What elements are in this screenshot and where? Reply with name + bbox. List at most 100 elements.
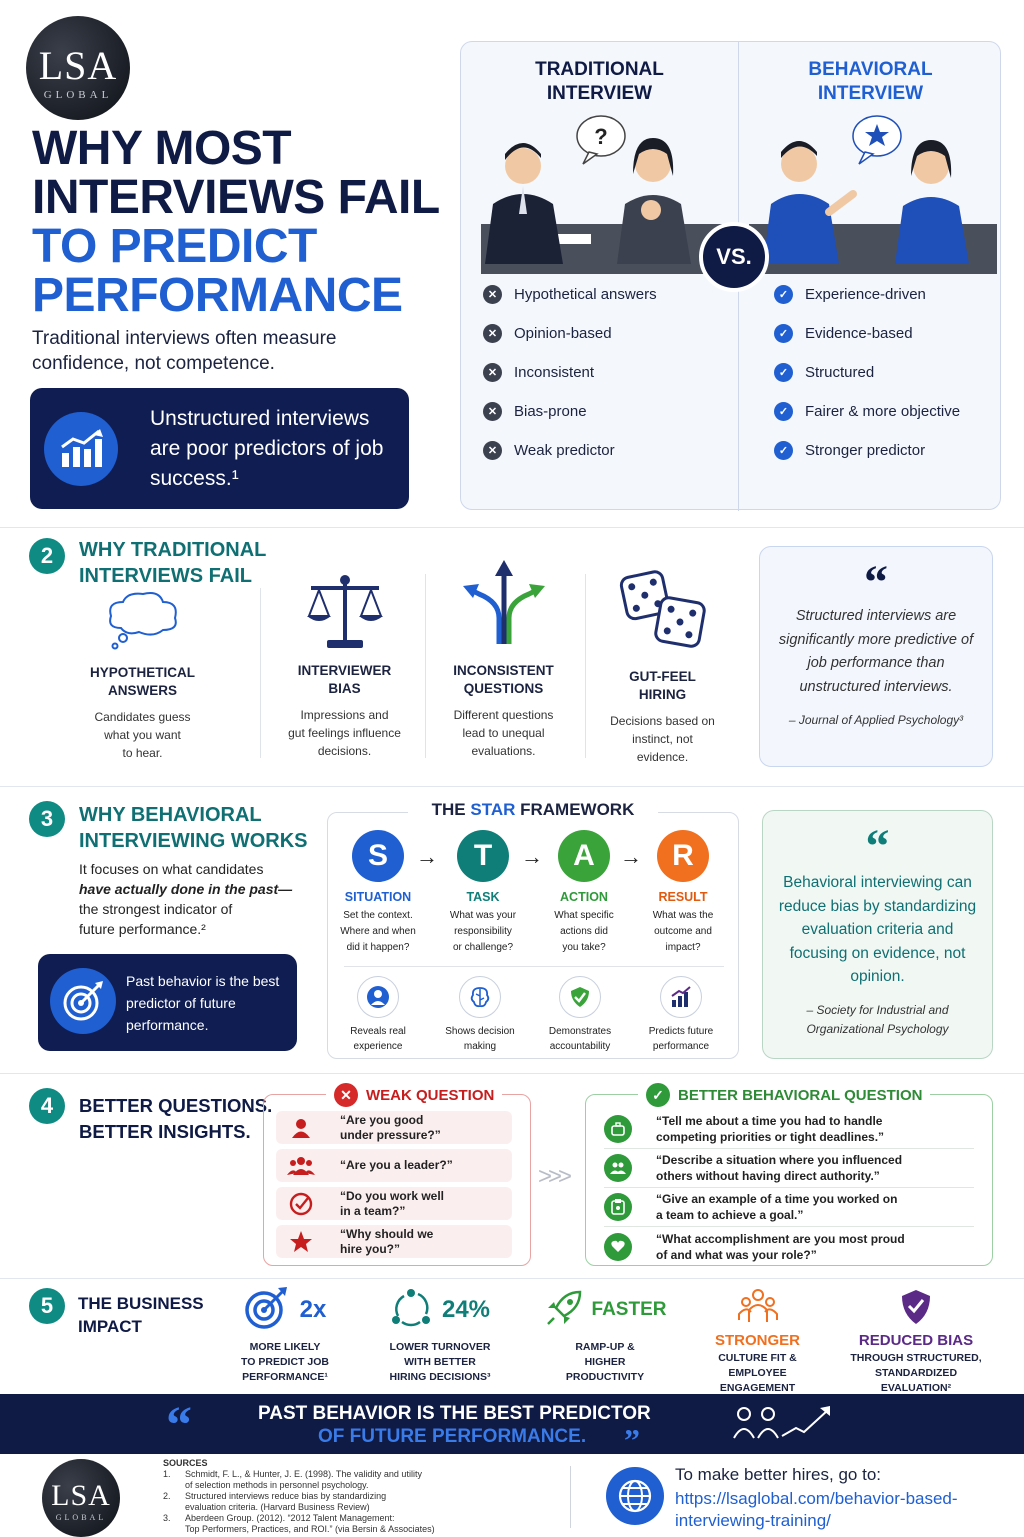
- siop-quote-source: – Society for Industrial and Organizatio…: [806, 1002, 949, 1036]
- check-circle-icon: ✓: [646, 1083, 670, 1107]
- vs-badge: VS.: [699, 222, 769, 292]
- rocket-icon: [544, 1288, 584, 1333]
- siop-quote-text: Behavioral interviewing can reduce bias …: [778, 874, 977, 985]
- arrow-right-icon: →: [416, 844, 438, 869]
- banner-line-2: OF FUTURE PERFORMANCE.: [318, 1426, 587, 1447]
- traditional-item: ✕Opinion-based: [483, 314, 733, 353]
- journal-quote-text: Structured interviews are significantly …: [778, 608, 974, 695]
- x-icon: ✕: [483, 441, 502, 460]
- check-icon: ✓: [774, 324, 793, 343]
- quote-mark-icon: “: [865, 820, 890, 873]
- person-icon: [276, 1117, 326, 1139]
- quote-mark-icon: “: [864, 556, 888, 609]
- section-2-title: WHY TRADITIONAL INTERVIEWS FAIL: [79, 539, 267, 587]
- star-letter-s: S: [352, 830, 404, 882]
- chevrons-right-icon: >>>: [538, 1163, 572, 1190]
- x-circle-icon: ✕: [334, 1083, 358, 1107]
- shield-check-icon: [840, 1288, 992, 1326]
- x-icon: ✕: [483, 363, 502, 382]
- star-icon: [276, 1230, 326, 1254]
- bar-chart-icon: [44, 412, 118, 486]
- star-step-situation: S SITUATION Set the context.Where and wh…: [328, 830, 428, 956]
- quote-mark-close-icon: ”: [624, 1422, 640, 1458]
- diverging-arrows-icon: [421, 558, 586, 656]
- section-3-description: It focuses on what candidates have actua…: [79, 861, 293, 937]
- weak-question-item: “Are you a leader?”: [276, 1149, 512, 1182]
- better-question-item: “Give an example of a time you worked on…: [604, 1188, 974, 1227]
- check-icon: ✓: [774, 363, 793, 382]
- banner-line-1: PAST BEHAVIOR IS THE BEST PREDICTOR: [258, 1403, 651, 1424]
- section-3-number: 3: [29, 801, 65, 837]
- section-5-title: THE BUSINESS IMPACT: [78, 1294, 204, 1336]
- dice-icon: [580, 566, 745, 656]
- arrow-right-icon: →: [521, 844, 543, 869]
- weak-question-header: ✕ WEAK QUESTION: [326, 1083, 503, 1107]
- hero-stat-card: Unstructured interviews are poor predict…: [30, 388, 409, 509]
- past-behavior-card: Past behavior is the best predictor of f…: [38, 954, 297, 1051]
- page-title-line-3: TO PREDICT: [32, 220, 317, 273]
- page-title-line-4: PERFORMANCE: [32, 269, 403, 322]
- siop-quote-card: “ Behavioral interviewing can reduce bia…: [762, 810, 993, 1059]
- svg-text:?: ?: [594, 124, 607, 149]
- traditional-interview-illustration: ?: [471, 114, 733, 284]
- journal-quote-source: – Journal of Applied Psychology³: [788, 713, 964, 727]
- shield-check-icon: [559, 976, 601, 1018]
- x-icon: ✕: [483, 402, 502, 421]
- quote-mark-icon: “: [166, 1397, 192, 1454]
- team-icon: [690, 1288, 825, 1326]
- section-4-number: 4: [29, 1088, 65, 1124]
- behavioral-item: ✓Evidence-based: [774, 314, 999, 353]
- section-4-title: BETTER QUESTIONS. BETTER INSIGHTS.: [79, 1095, 273, 1142]
- hero-stat-text: Unstructured interviews are poor predict…: [150, 407, 384, 490]
- cta-text: To make better hires, go to:: [675, 1465, 881, 1484]
- behavioral-interview-illustration: [749, 114, 997, 284]
- scale-icon: [262, 572, 427, 656]
- section-3-title: WHY BEHAVIORAL INTERVIEWING WORKS: [79, 804, 308, 852]
- star-framework: THE STAR FRAMEWORK S SITUATION Set the c…: [327, 800, 739, 1059]
- section-2-number: 2: [29, 538, 65, 574]
- impact-reduced-bias: REDUCED BIAS THROUGH STRUCTURED,STANDARD…: [840, 1288, 992, 1396]
- arrow-right-icon: →: [620, 844, 642, 869]
- sources: SOURCES 1.Schmidt, F. L., & Hunter, J. E…: [163, 1458, 435, 1534]
- lsa-logo: LSA GLOBAL: [26, 16, 130, 120]
- person-icon: [357, 976, 399, 1018]
- cycle-icon: [390, 1288, 432, 1333]
- check-icon: ✓: [774, 441, 793, 460]
- behavioral-item: ✓Stronger predictor: [774, 431, 999, 470]
- traditional-list: ✕Hypothetical answers ✕Opinion-based ✕In…: [483, 275, 733, 470]
- target-icon: [244, 1286, 288, 1335]
- star-letter-a: A: [558, 830, 610, 882]
- interview-comparison: TRADITIONAL INTERVIEW BEHAVIORAL INTERVI…: [460, 41, 1001, 511]
- hero-subtitle: Traditional interviews often measure con…: [32, 328, 337, 374]
- star-letter-t: T: [457, 830, 509, 882]
- page-title-line-2: INTERVIEWS FAIL: [32, 171, 440, 224]
- behavioral-title: BEHAVIORAL INTERVIEW: [808, 59, 933, 104]
- growth-people-icon: [732, 1404, 832, 1449]
- traditional-item: ✕Hypothetical answers: [483, 275, 733, 314]
- traditional-item: ✕Bias-prone: [483, 392, 733, 431]
- section-5-number: 5: [29, 1288, 65, 1324]
- footer-logo: LSA GLOBAL: [42, 1459, 120, 1537]
- thought-bubble-icon: [60, 590, 225, 656]
- globe-icon: [606, 1467, 664, 1525]
- group-icon: [276, 1155, 326, 1177]
- training-link[interactable]: https://lsaglobal.com/behavior-based- in…: [675, 1489, 958, 1530]
- check-circle-icon: [276, 1192, 326, 1216]
- behavioral-item: ✓Fairer & more objective: [774, 392, 999, 431]
- better-question-item: “Describe a situation where you influenc…: [604, 1149, 974, 1188]
